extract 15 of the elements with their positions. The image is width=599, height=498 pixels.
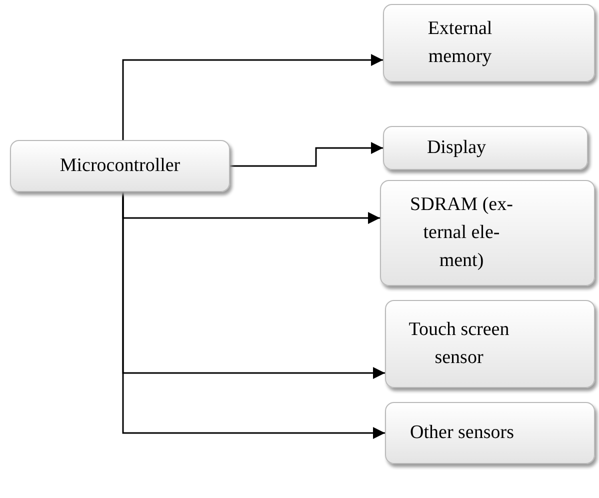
box-label: Display xyxy=(426,136,486,160)
box-label: External memory xyxy=(426,17,494,69)
rounded-box xyxy=(10,140,230,192)
rounded-box xyxy=(380,180,595,286)
box-label: SDRAM (ex- ternal ele- ment) xyxy=(409,193,514,273)
rounded-box xyxy=(385,402,595,464)
box-label: Microcontroller xyxy=(60,154,180,178)
rounded-box xyxy=(383,126,588,170)
rounded-box xyxy=(383,4,595,82)
arrow xyxy=(122,54,383,140)
arrow xyxy=(230,142,383,167)
box-label: Other sensors xyxy=(410,421,514,445)
box-label: Touch screen sensor xyxy=(408,318,510,370)
arrow xyxy=(122,192,385,439)
rounded-box xyxy=(385,300,595,388)
